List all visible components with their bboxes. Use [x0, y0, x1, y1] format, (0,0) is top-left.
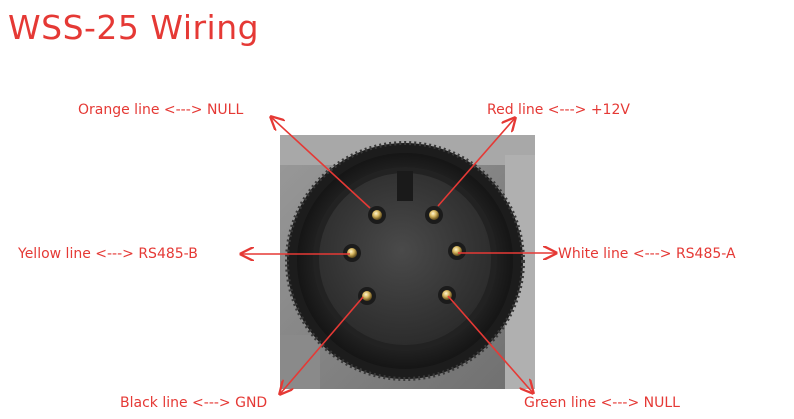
label-yellow-line: Yellow line <---> RS485-B [18, 246, 198, 262]
label-red-line: Red line <---> +12V [487, 102, 630, 118]
label-white-line: White line <---> RS485-A [558, 246, 736, 262]
label-green-line: Green line <---> NULL [524, 395, 680, 411]
label-orange-line: Orange line <---> NULL [78, 102, 244, 118]
label-black-line: Black line <---> GND [120, 395, 268, 411]
page-title: WSS-25 Wiring [8, 8, 260, 47]
connector-photo [280, 135, 535, 389]
